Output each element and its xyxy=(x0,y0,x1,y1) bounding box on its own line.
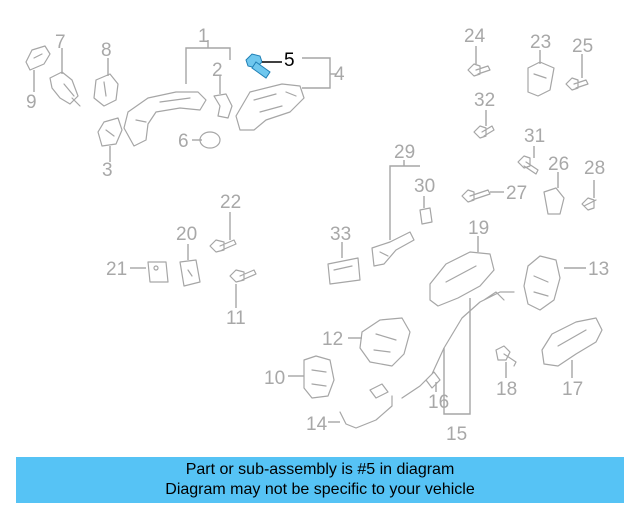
part-13-bracket xyxy=(523,255,561,311)
part-23-bracket xyxy=(527,61,555,97)
callout-7: 7 xyxy=(55,32,66,53)
part-5-bolt xyxy=(245,53,271,79)
part-25-bolt xyxy=(565,77,589,91)
part-28-bolt xyxy=(581,197,597,211)
callout-26: 26 xyxy=(548,154,569,175)
part-14-cable xyxy=(339,383,393,429)
part-17-inner-handle xyxy=(541,317,603,367)
part-24-bolt xyxy=(467,63,491,77)
part-33-pad xyxy=(327,257,361,285)
callout-9: 9 xyxy=(26,92,37,113)
callout-11: 11 xyxy=(226,308,246,329)
callout-21: 21 xyxy=(106,259,127,280)
callout-10: 10 xyxy=(264,368,285,389)
part-6-oring xyxy=(199,131,221,149)
leader-1 xyxy=(185,47,231,84)
callout-12: 12 xyxy=(322,329,343,350)
callout-15: 15 xyxy=(446,424,467,445)
part-11-bolt xyxy=(229,269,257,283)
part-2-handle-cover xyxy=(213,93,233,119)
callout-16: 16 xyxy=(428,392,449,413)
callout-31: 31 xyxy=(524,126,545,147)
part-19-inner-handle xyxy=(429,251,495,307)
callout-27: 27 xyxy=(506,183,527,204)
callout-22: 22 xyxy=(220,192,241,213)
parts-diagram: 1 2 3 4 5 6 7 8 9 10 11 12 13 14 15 16 1… xyxy=(25,26,609,445)
part-12-actuator xyxy=(359,317,411,367)
part-31-bolt xyxy=(517,155,539,175)
part-30-clip xyxy=(419,207,433,225)
part-20-striker xyxy=(179,259,201,287)
part-7-lock-cylinder xyxy=(49,71,81,107)
callout-24: 24 xyxy=(464,26,486,47)
callout-13: 13 xyxy=(588,259,609,280)
callout-5: 5 xyxy=(284,50,295,71)
leader-4 xyxy=(302,57,331,89)
callout-30: 30 xyxy=(414,176,435,197)
callout-33: 33 xyxy=(330,224,351,245)
part-18-bolt xyxy=(495,345,517,367)
part-27-bolt xyxy=(461,189,491,203)
part-3-bezel xyxy=(97,117,123,147)
leader-29 xyxy=(389,165,420,240)
part-21-plate xyxy=(147,261,169,283)
part-32-bolt xyxy=(473,125,495,139)
callout-28: 28 xyxy=(584,158,605,179)
part-26-clip xyxy=(543,187,565,215)
callout-29: 29 xyxy=(394,142,415,163)
callout-18: 18 xyxy=(496,379,517,400)
callout-1: 1 xyxy=(198,26,209,47)
part-29-rod xyxy=(371,231,415,267)
part-22-bolt xyxy=(209,239,237,253)
callout-23: 23 xyxy=(530,32,551,53)
callout-8: 8 xyxy=(101,40,112,61)
callout-17: 17 xyxy=(562,379,583,400)
banner-line-1: Part or sub-assembly is #5 in diagram xyxy=(185,461,455,478)
part-1-outer-handle xyxy=(123,91,207,147)
callout-19: 19 xyxy=(468,218,489,239)
part-4-handle-bracket xyxy=(235,83,305,131)
callout-20: 20 xyxy=(176,224,197,245)
info-banner: Part or sub-assembly is #5 in diagram Di… xyxy=(16,457,624,503)
callout-2: 2 xyxy=(212,60,223,81)
callout-32: 32 xyxy=(474,90,495,111)
callout-14: 14 xyxy=(306,414,328,435)
part-16-rod xyxy=(401,291,515,399)
callout-6: 6 xyxy=(178,131,189,152)
leader-15 xyxy=(443,298,471,415)
callout-25: 25 xyxy=(572,36,593,57)
part-8-rod-clip xyxy=(93,73,119,107)
callout-4: 4 xyxy=(334,64,345,85)
part-9-cap xyxy=(25,45,51,71)
banner-line-2: Diagram may not be specific to your vehi… xyxy=(165,481,475,498)
callout-3: 3 xyxy=(102,160,113,181)
part-10-latch xyxy=(303,355,335,399)
